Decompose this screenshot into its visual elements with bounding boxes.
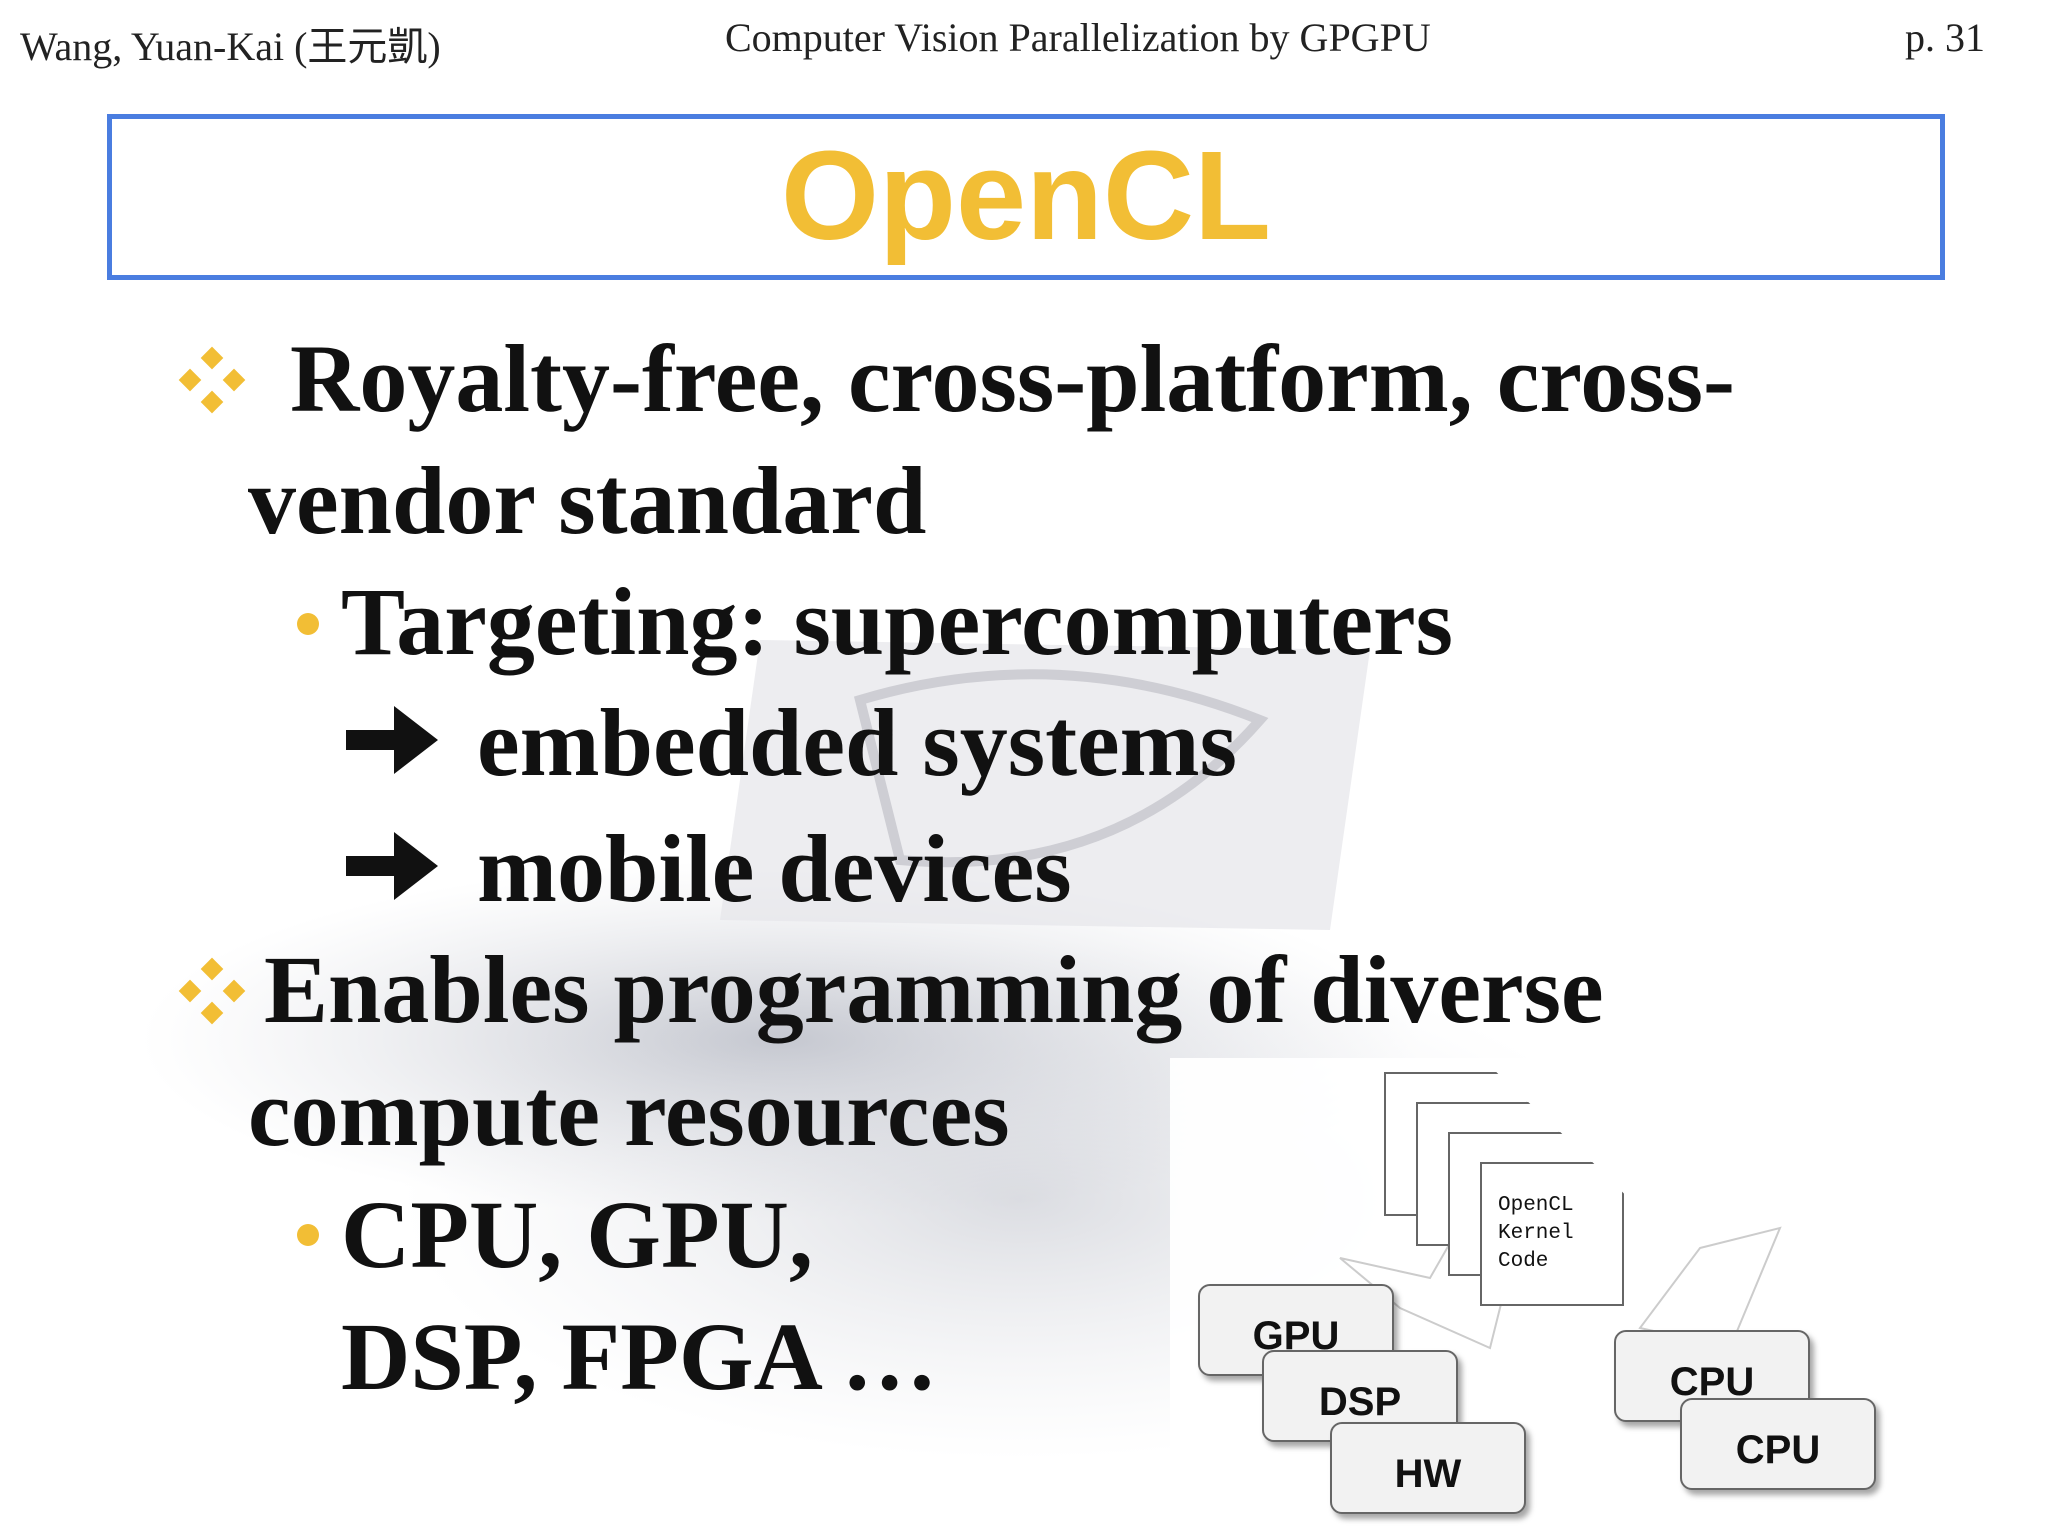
bullet-2-line-1: Enables programming of diverse [264, 936, 1604, 1043]
bullet-1-line-1: Royalty-free, cross-platform, cross- [290, 325, 1735, 432]
sub-bullet-mobile: mobile devices [477, 815, 1072, 922]
slide-title: OpenCL [781, 125, 1271, 266]
sub-bullet-targeting: Targeting: supercomputers [341, 568, 1453, 675]
hw-device-box: HW [1330, 1422, 1526, 1514]
sub-bullet-dot-icon [297, 613, 319, 635]
opencl-device-diagram: OpenCL Kernel Code GPU DSP HW CPU CPU [1170, 1058, 1898, 1536]
page-number: p. 31 [1905, 15, 1985, 60]
kernel-code-label: OpenCL Kernel Code [1498, 1194, 1574, 1273]
sub-bullet-dsp-fpga: DSP, FPGA … [341, 1303, 938, 1410]
sub-bullet-dot-icon [297, 1224, 319, 1246]
author-label: Wang, Yuan-Kai (王元凱) [20, 24, 441, 69]
kernel-code-document: OpenCL Kernel Code [1480, 1162, 1624, 1306]
diamond-bullet-icon [178, 957, 246, 1025]
bullet-2-line-2: compute resources [248, 1059, 1010, 1166]
bullet-1-line-2: vendor standard [248, 447, 927, 554]
course-title: Computer Vision Parallelization by GPGPU [725, 15, 1431, 60]
right-arrow-icon [346, 706, 438, 774]
cpu-device-box: CPU [1680, 1398, 1876, 1490]
sub-bullet-embedded: embedded systems [477, 689, 1237, 796]
right-arrow-icon [346, 832, 438, 900]
diamond-bullet-icon [178, 346, 246, 414]
sub-bullet-cpu-gpu: CPU, GPU, [341, 1181, 813, 1288]
slide-title-box: OpenCL [107, 114, 1945, 280]
